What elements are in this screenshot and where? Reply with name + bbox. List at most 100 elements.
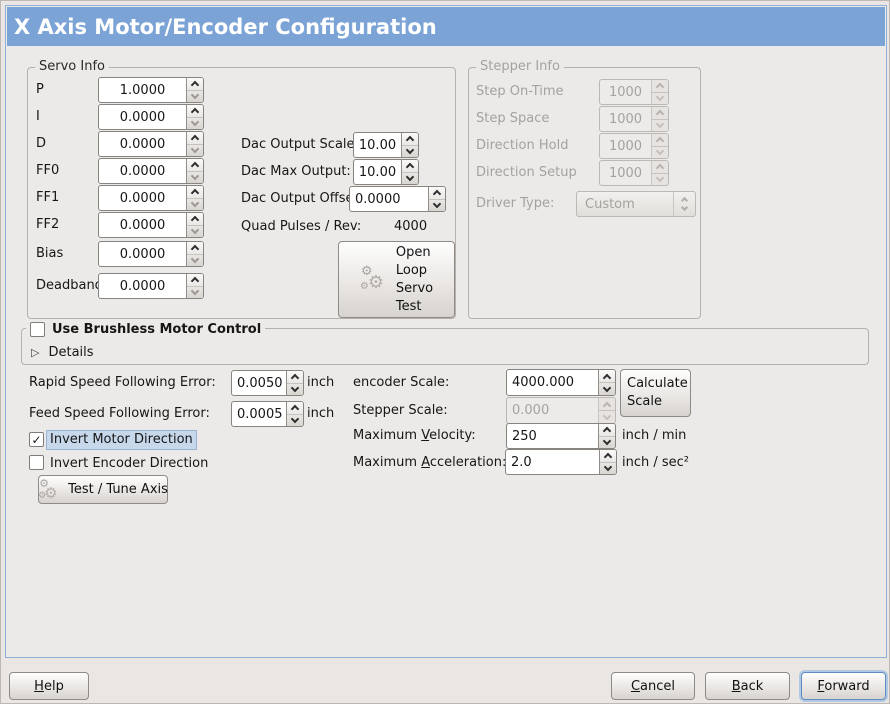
check-icon: ✓: [31, 432, 42, 447]
expander-arrow-icon: ▷: [31, 346, 40, 359]
gears-icon: ⚙ ⚙ ⚙: [38, 476, 58, 502]
deadband-label: Deadband: [36, 278, 103, 293]
help-button[interactable]: Help: [9, 672, 89, 700]
step-space-spinbox: 1000: [599, 106, 669, 132]
acceleration-unit-label: inch / sec²: [622, 455, 690, 470]
spin-up-icon: [187, 213, 203, 226]
stepper-scale-spinbox: 0.000: [506, 397, 616, 424]
spin-down-icon: [599, 436, 615, 449]
spinner-buttons[interactable]: [186, 78, 203, 102]
maximum-velocity-spinbox[interactable]: 250: [506, 423, 616, 449]
spinner-buttons[interactable]: [186, 159, 203, 183]
spinner-buttons[interactable]: [186, 274, 203, 298]
spinner-buttons[interactable]: [401, 133, 418, 157]
ff0-label: FF0: [36, 163, 60, 178]
spin-down-icon: [652, 146, 668, 159]
spin-down-icon: [187, 171, 203, 184]
use-brushless-checkbox[interactable]: [30, 322, 45, 337]
ff1-spinbox[interactable]: 0.0000: [98, 185, 204, 211]
details-expander[interactable]: ▷ Details: [31, 345, 94, 360]
spin-up-icon: [652, 134, 668, 147]
velocity-unit-label: inch / min: [622, 428, 687, 443]
rapid-following-error-label: Rapid Speed Following Error:: [29, 375, 216, 390]
step-space-label: Step Space: [476, 111, 550, 126]
forward-label: Forward: [817, 678, 870, 694]
calculate-scale-button[interactable]: Calculate Scale: [620, 369, 691, 417]
ff0-spinbox[interactable]: 0.0000: [98, 158, 204, 184]
dac-output-scale-spinbox[interactable]: 10.00: [353, 132, 419, 158]
spinner-buttons[interactable]: [186, 186, 203, 210]
dac-output-offset-spinbox[interactable]: 0.0000: [349, 186, 446, 212]
maximum-acceleration-spinbox[interactable]: 2.0: [505, 449, 617, 475]
encoder-scale-spinbox[interactable]: 4000.000: [506, 369, 616, 396]
spinner-buttons[interactable]: [186, 105, 203, 129]
dac-output-scale-label: Dac Output Scale:: [241, 137, 359, 152]
maximum-velocity-label: Maximum Velocity:: [353, 428, 476, 443]
invert-motor-direction-checkbox[interactable]: ✓: [29, 432, 44, 447]
spin-up-icon: [600, 450, 616, 463]
feed-following-error-spinbox[interactable]: 0.0005: [231, 401, 304, 427]
spinner-buttons[interactable]: [401, 160, 418, 184]
open-loop-servo-test-button[interactable]: ⚙ ⚙ ⚙ Open Loop Servo Test: [338, 241, 455, 318]
spin-down-icon: [402, 172, 418, 185]
spin-up-icon: [187, 132, 203, 145]
invert-encoder-direction-checkbox[interactable]: [29, 455, 44, 470]
spin-down-icon: [652, 173, 668, 186]
servo-info-group-title: Servo Info: [35, 59, 109, 74]
spinner-buttons[interactable]: [186, 242, 203, 266]
spin-up-icon: [652, 161, 668, 174]
driver-type-combobox: Custom: [576, 191, 696, 217]
spin-up-icon: [402, 133, 418, 146]
spin-up-icon: [599, 424, 615, 437]
spin-up-icon: [599, 370, 615, 383]
open-loop-servo-test-label: Open Loop Servo Test: [395, 244, 434, 314]
spin-down-icon: [187, 117, 203, 130]
i-spinbox[interactable]: 0.0000: [98, 104, 204, 130]
back-button[interactable]: Back: [705, 672, 790, 700]
spinner-buttons[interactable]: [598, 424, 615, 448]
spin-up-icon: [187, 274, 203, 287]
spinner-buttons[interactable]: [186, 132, 203, 156]
feed-following-error-label: Feed Speed Following Error:: [29, 406, 210, 421]
servo-info-group: Servo Info: [27, 59, 456, 319]
p-spinbox[interactable]: 1.0000: [98, 77, 204, 103]
spin-up-icon: [429, 187, 445, 200]
spinner-buttons[interactable]: [186, 213, 203, 237]
forward-button[interactable]: Forward: [801, 672, 886, 700]
spin-up-icon: [287, 371, 303, 384]
invert-encoder-direction-label[interactable]: Invert Encoder Direction: [50, 456, 209, 471]
spinner-buttons[interactable]: [428, 187, 445, 211]
quad-pulses-value: 4000: [394, 219, 428, 234]
details-label: Details: [48, 345, 94, 360]
spinner-buttons[interactable]: [286, 402, 303, 426]
spinner-buttons: [651, 80, 668, 104]
cancel-button[interactable]: Cancel: [611, 672, 695, 700]
stepper-info-group: Stepper Info: [468, 59, 701, 319]
page-title: X Axis Motor/Encoder Configuration: [14, 14, 437, 39]
deadband-spinbox[interactable]: 0.0000: [98, 273, 204, 299]
bias-spinbox[interactable]: 0.0000: [98, 241, 204, 267]
maximum-acceleration-label: Maximum Acceleration:: [353, 455, 507, 470]
spin-up-icon: [652, 80, 668, 93]
spinner-buttons[interactable]: [599, 450, 616, 474]
spinner-buttons[interactable]: [286, 371, 303, 395]
help-label: Help: [34, 678, 64, 694]
spin-up-icon: [187, 78, 203, 91]
dac-max-output-spinbox[interactable]: 10.00: [353, 159, 419, 185]
ff2-label: FF2: [36, 217, 60, 232]
rapid-unit-label: inch: [307, 375, 335, 390]
spin-down-icon: [599, 383, 615, 395]
feed-unit-label: inch: [307, 406, 335, 421]
spin-down-icon: [287, 383, 303, 396]
ff2-spinbox[interactable]: 0.0000: [98, 212, 204, 238]
d-spinbox[interactable]: 0.0000: [98, 131, 204, 157]
spinner-buttons: [651, 134, 668, 158]
invert-motor-direction-label[interactable]: Invert Motor Direction: [46, 430, 197, 450]
use-brushless-label: Use Brushless Motor Control: [52, 322, 262, 337]
spin-down-icon: [652, 92, 668, 105]
ff1-label: FF1: [36, 190, 60, 205]
spinner-buttons[interactable]: [598, 370, 615, 395]
spin-down-icon: [187, 90, 203, 103]
rapid-following-error-spinbox[interactable]: 0.0050: [231, 370, 304, 396]
test-tune-axis-button[interactable]: ⚙ ⚙ ⚙ Test / Tune Axis: [38, 475, 168, 504]
